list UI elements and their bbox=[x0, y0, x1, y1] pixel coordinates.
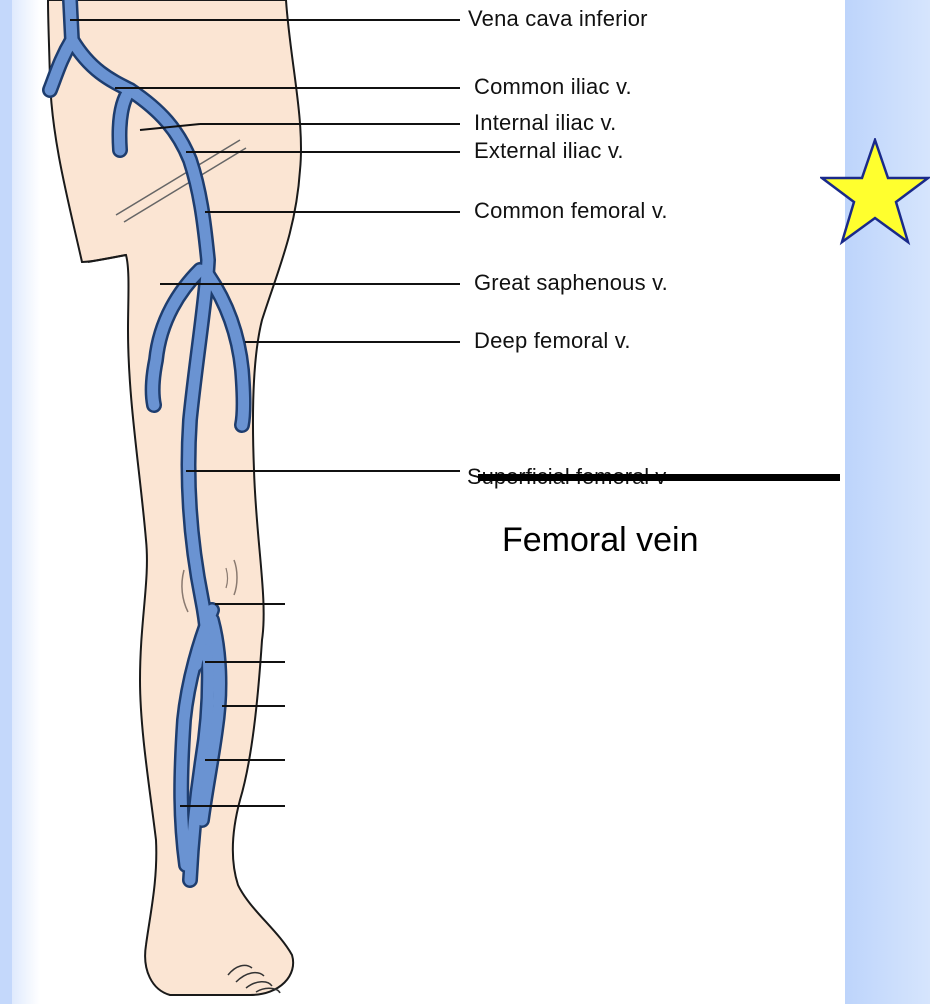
label-common-iliac: Common iliac v. bbox=[474, 74, 632, 100]
strikethrough-bar bbox=[478, 474, 840, 481]
leg-silhouette bbox=[48, 0, 301, 995]
label-external-iliac: External iliac v. bbox=[474, 138, 624, 164]
label-common-femoral: Common femoral v. bbox=[474, 198, 668, 224]
star-icon bbox=[820, 138, 930, 248]
label-great-saphenous: Great saphenous v. bbox=[474, 270, 668, 296]
label-femoral-vein-correction: Femoral vein bbox=[502, 521, 699, 560]
label-internal-iliac: Internal iliac v. bbox=[474, 110, 616, 136]
label-deep-femoral: Deep femoral v. bbox=[474, 328, 631, 354]
label-vena-cava-inferior: Vena cava inferior bbox=[468, 6, 648, 32]
